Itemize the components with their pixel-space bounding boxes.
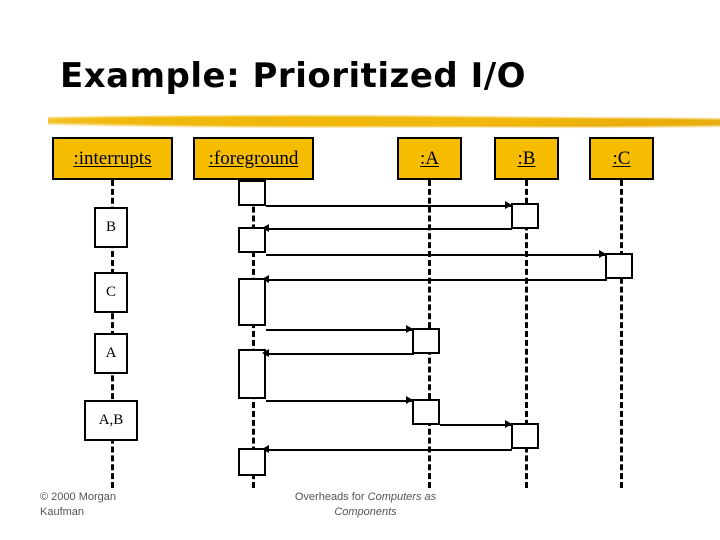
- footer-overheads-title-line2: Components: [334, 506, 397, 518]
- message-a-to-foreground-1: [265, 353, 414, 355]
- arrowhead-c-to-foreground-1: [262, 275, 269, 283]
- lifeline-dash-foreground: [252, 180, 255, 488]
- arrowhead-b-to-foreground-2: [262, 445, 269, 453]
- message-a-to-b-1: [440, 424, 512, 426]
- message-foreground-to-b-1: [266, 205, 512, 207]
- arrowhead-foreground-to-b-1: [505, 201, 512, 209]
- activation-foreground-1[interactable]: [238, 180, 266, 206]
- message-c-to-foreground-1: [265, 279, 607, 281]
- message-b-to-foreground-1: [265, 228, 512, 230]
- arrowhead-b-to-foreground-1: [262, 224, 269, 232]
- lifeline-header-c[interactable]: :C: [589, 137, 654, 180]
- lifeline-header-c-label: :C: [612, 147, 631, 169]
- footer-overheads-line1: Overheads for Computers as: [258, 490, 473, 505]
- footer-copyright: © 2000 Morgan Kaufman: [40, 490, 170, 520]
- message-b-to-foreground-2: [265, 449, 512, 451]
- footer-copyright-line2: Kaufman: [40, 506, 85, 518]
- interrupt-event-box-b[interactable]: B: [94, 207, 128, 248]
- footer-overheads: Overheads for Computers as Components: [258, 490, 473, 520]
- activation-b-1[interactable]: [511, 203, 539, 229]
- message-foreground-to-c-1: [266, 254, 607, 256]
- lifeline-dash-c: [620, 180, 623, 488]
- arrowhead-foreground-to-c-1: [599, 250, 606, 258]
- interrupt-event-c-label: C: [105, 284, 116, 300]
- lifeline-header-a[interactable]: :A: [397, 137, 462, 180]
- lifeline-header-interrupts[interactable]: :interrupts: [52, 137, 173, 180]
- interrupt-event-a-label: A: [105, 345, 117, 361]
- activation-a-1[interactable]: [412, 328, 440, 354]
- footer-overheads-title-line1: Computers as: [367, 491, 437, 503]
- lifeline-header-b[interactable]: :B: [494, 137, 559, 180]
- arrowhead-foreground-to-a-1: [406, 325, 413, 333]
- activation-c-1[interactable]: [605, 253, 633, 279]
- interrupt-event-b-label: B: [105, 219, 116, 235]
- interrupt-event-box-c[interactable]: C: [94, 272, 128, 313]
- title-brush-underline-decoration: [48, 112, 720, 130]
- lifeline-header-foreground[interactable]: :foreground: [193, 137, 314, 180]
- lifeline-header-interrupts-label: :interrupts: [73, 147, 152, 169]
- arrowhead-a-to-b-1: [505, 420, 512, 428]
- interrupt-event-box-a[interactable]: A: [94, 333, 128, 374]
- activation-a-2[interactable]: [412, 399, 440, 425]
- footer-overheads-prefix: Overheads for: [294, 491, 368, 503]
- page-title: Example: Prioritized I/O: [60, 56, 527, 96]
- activation-b-2[interactable]: [511, 423, 539, 449]
- interrupt-event-ab-label: A,B: [98, 412, 124, 428]
- lifeline-dash-b: [525, 180, 528, 488]
- message-foreground-to-a-2: [266, 400, 414, 402]
- activation-foreground-4[interactable]: [238, 349, 266, 399]
- activation-foreground-2[interactable]: [238, 227, 266, 253]
- lifeline-header-foreground-label: :foreground: [208, 147, 299, 169]
- arrowhead-a-to-foreground-1: [262, 349, 269, 357]
- lifeline-header-b-label: :B: [517, 147, 536, 169]
- lifeline-header-a-label: :A: [420, 147, 439, 169]
- interrupt-event-box-ab[interactable]: A,B: [84, 400, 138, 441]
- arrowhead-foreground-to-a-2: [406, 396, 413, 404]
- footer-copyright-line1: © 2000 Morgan: [40, 491, 116, 503]
- activation-foreground-3[interactable]: [238, 278, 266, 326]
- message-foreground-to-a-1: [266, 329, 414, 331]
- activation-foreground-5[interactable]: [238, 448, 266, 476]
